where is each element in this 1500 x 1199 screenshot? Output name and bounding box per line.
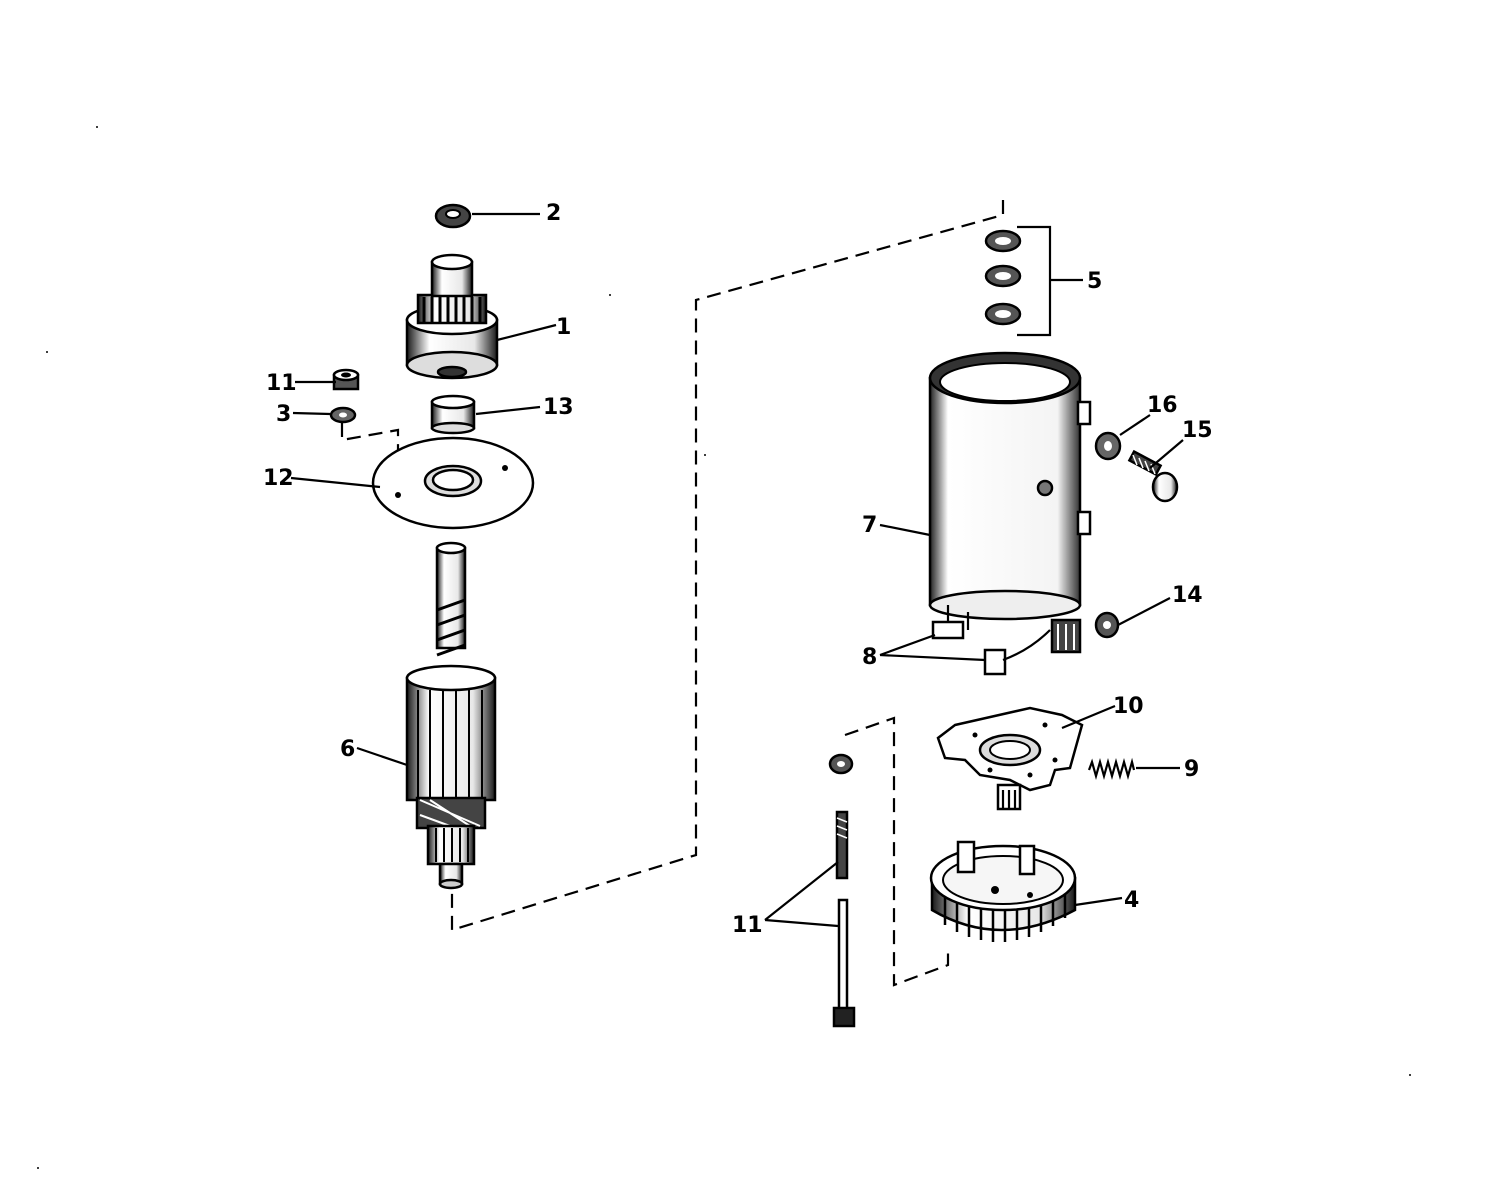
- callout-4: 4: [1124, 888, 1139, 913]
- part-5-washers: [984, 225, 1052, 337]
- callout-14: 14: [1172, 583, 1203, 608]
- callout-10: 10: [1113, 694, 1144, 719]
- leader-lines: [290, 212, 1184, 928]
- scan-specks: [37, 126, 1411, 1169]
- part-10-brush-plate: [936, 706, 1084, 811]
- part-6-armature: [405, 541, 497, 890]
- part-15-screw: [1127, 449, 1179, 503]
- part-14-nut: [1094, 611, 1120, 639]
- callout-12: 12: [263, 466, 294, 491]
- part-11-through-bolts: [832, 810, 856, 1028]
- callout-15: 15: [1182, 418, 1213, 443]
- part-8-brushes: [931, 618, 1082, 676]
- part-4-end-cap: [929, 840, 1077, 942]
- callout-13: 13: [543, 395, 574, 420]
- part-11-lower-nut: [828, 753, 854, 775]
- part-3-lock-washer: [329, 406, 357, 424]
- callout-2: 2: [546, 201, 561, 226]
- assembly-line-end-cap: [844, 716, 950, 987]
- assembly-line-main: [450, 200, 1005, 932]
- part-11-through-bolt-nut: [332, 368, 360, 391]
- part-12-end-plate: [371, 436, 535, 530]
- callout-6: 6: [340, 737, 355, 762]
- part-13-spacer: [430, 394, 476, 435]
- part-9-springs: [1087, 757, 1136, 781]
- callout-9: 9: [1184, 757, 1199, 782]
- callout-labels: 2 1 11 3 13 12 6 5 16 15 7 14 8 10 9 4 1…: [263, 201, 1213, 938]
- callout-11-top: 11: [266, 371, 297, 396]
- callout-11-bottom: 11: [732, 913, 763, 938]
- part-16-washer: [1094, 431, 1122, 461]
- assembly-line-washer: [340, 423, 400, 495]
- callout-5: 5: [1087, 269, 1102, 294]
- callout-7: 7: [862, 513, 877, 538]
- callout-16: 16: [1147, 393, 1178, 418]
- part-7-field-housing: [928, 351, 1092, 630]
- callout-8: 8: [862, 645, 877, 670]
- part-2-nut: [434, 203, 472, 229]
- part-1-drive-pinion: [405, 253, 499, 380]
- callout-1: 1: [556, 315, 571, 340]
- callout-3: 3: [276, 402, 291, 427]
